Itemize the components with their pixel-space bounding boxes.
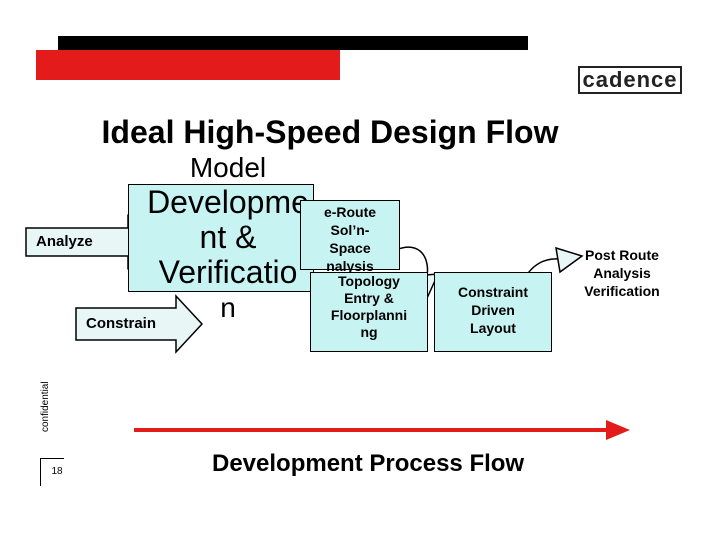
constraint-line-1: Constraint (458, 284, 528, 300)
constraint-line-2: Driven (471, 302, 515, 318)
post-route-line-3: Verification (584, 283, 660, 299)
topology-line-2: Entry & (344, 290, 394, 306)
slide-title: Ideal High-Speed Design Flow (101, 114, 559, 150)
page-number: 18 (51, 466, 63, 477)
header-black-bar (58, 36, 528, 50)
pre-route-line-2: Sol’n- (330, 222, 370, 238)
process-flow-label: Development Process Flow (212, 450, 525, 477)
post-route-line-1: Post Route (585, 247, 659, 263)
page-number-frame-horizontal (40, 458, 64, 459)
topology-line-4: ng (360, 324, 378, 340)
post-route-line-2: Analysis (593, 265, 651, 281)
model-line-1: Model (189, 152, 267, 183)
model-line-4: Verificatio (158, 254, 298, 290)
constrain-arrow (75, 294, 204, 354)
analyze-label: Analyze (36, 233, 93, 250)
pre-route-line-3: Space (329, 240, 371, 256)
pre-route-analysis-box: e-Route Sol’n- Space nalysis (300, 200, 400, 274)
model-line-3: nt & (199, 219, 257, 255)
topology-line-3: Floorplanni (330, 307, 408, 323)
page-number-frame-vertical (40, 458, 41, 486)
model-development-text: Model Developme nt & Verificatio n (118, 150, 338, 325)
topology-line-1: Topology (338, 273, 400, 289)
constraint-line-3: Layout (470, 320, 516, 336)
curved-arrow-2-head (555, 246, 584, 274)
model-line-2: Developme (147, 184, 309, 220)
header-red-bar (36, 50, 340, 80)
model-development-box (128, 184, 314, 292)
cadence-logo: cadence (578, 66, 682, 94)
model-line-5: n (220, 292, 236, 323)
process-flow-arrowhead (606, 420, 630, 440)
constraint-driven-layout-box: Constraint Driven Layout (434, 272, 552, 352)
topology-entry-box: Topology Entry & Floorplanni ng (310, 272, 428, 352)
post-route-verification: Post Route Analysis Verification (562, 240, 682, 310)
pre-route-line-4: nalysis (326, 258, 374, 274)
constrain-label: Constrain (86, 315, 157, 332)
pre-route-line-1: e-Route (323, 204, 377, 220)
